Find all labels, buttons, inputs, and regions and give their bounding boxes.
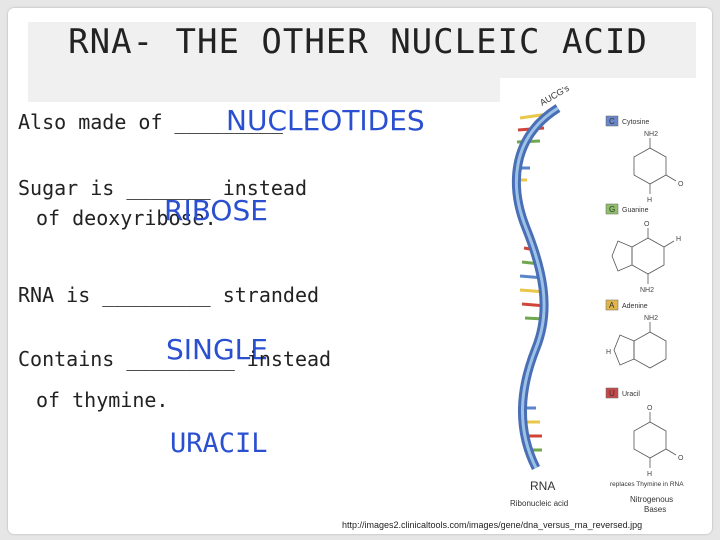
rna-sublabel: Ribonucleic acid [510,499,568,508]
base-letter-g: G [609,205,615,214]
replace-note: replaces Thymine in RNA [610,481,684,488]
adenine-nh2: NH2 [644,315,658,322]
answer-uracil: URACIL [170,428,268,459]
guanine-h: H [676,236,681,243]
base-letter-c: C [609,117,615,126]
guanine-structure [611,228,675,284]
base-name-adenine: Adenine [622,303,648,310]
line-thymine: of thymine. [36,388,169,412]
base-letter-u: U [609,389,615,398]
uracil-h: H [647,471,652,478]
uracil-structure [633,412,677,468]
base-name-cytosine: Cytosine [622,119,649,126]
answer-ribose: RIBOSE [164,194,268,227]
base-name-uracil: Uracil [622,391,640,398]
line-deoxyribose: of deoxyribose. [36,206,217,230]
guanine-o: O [644,221,650,228]
base-badge-c [605,115,619,127]
guanine-nh2: NH2 [640,287,654,294]
image-credit-link[interactable]: http://images2.clinicaltools.com/images/… [342,520,643,530]
answer-single: SINGLE [166,333,268,366]
adenine-h: H [606,349,611,356]
cytosine-nh2: NH2 [644,131,658,138]
figure-background [500,78,710,518]
line-sugar: Sugar is _______ instead [18,176,307,200]
line-made-of: Also made of _________ [18,110,283,134]
uracil-o-bottom: O [678,455,684,462]
bases-label-1: Nitrogenous [630,495,673,504]
base-badge-g [605,203,619,215]
base-badge-a [605,299,619,311]
base-badge-u [605,387,619,399]
line-stranded: RNA is _________ stranded [18,283,320,307]
bases-label-2: Bases [644,505,666,514]
helix-strand-highlight [514,106,559,469]
uracil-o-top: O [647,405,653,412]
rna-label: RNA [530,479,555,493]
adenine-structure [613,322,667,369]
rna-figure: AUCG's RNA Ribonucleic acid C Cytosine G… [500,78,710,518]
slide-title: RNA- THE OTHER NUCLEIC ACID [68,22,648,62]
cytosine-structure [633,138,677,194]
line-contains: Contains _________ instead [18,347,332,371]
base-list: C Cytosine G Guanine A Adenine U Uracil [605,115,649,399]
cytosine-o: O [678,181,684,188]
base-letter-a: A [609,301,615,310]
answer-nucleotides: NUCLEOTIDES [226,104,425,137]
base-name-guanine: Guanine [622,207,649,214]
cytosine-h: H [647,197,652,204]
